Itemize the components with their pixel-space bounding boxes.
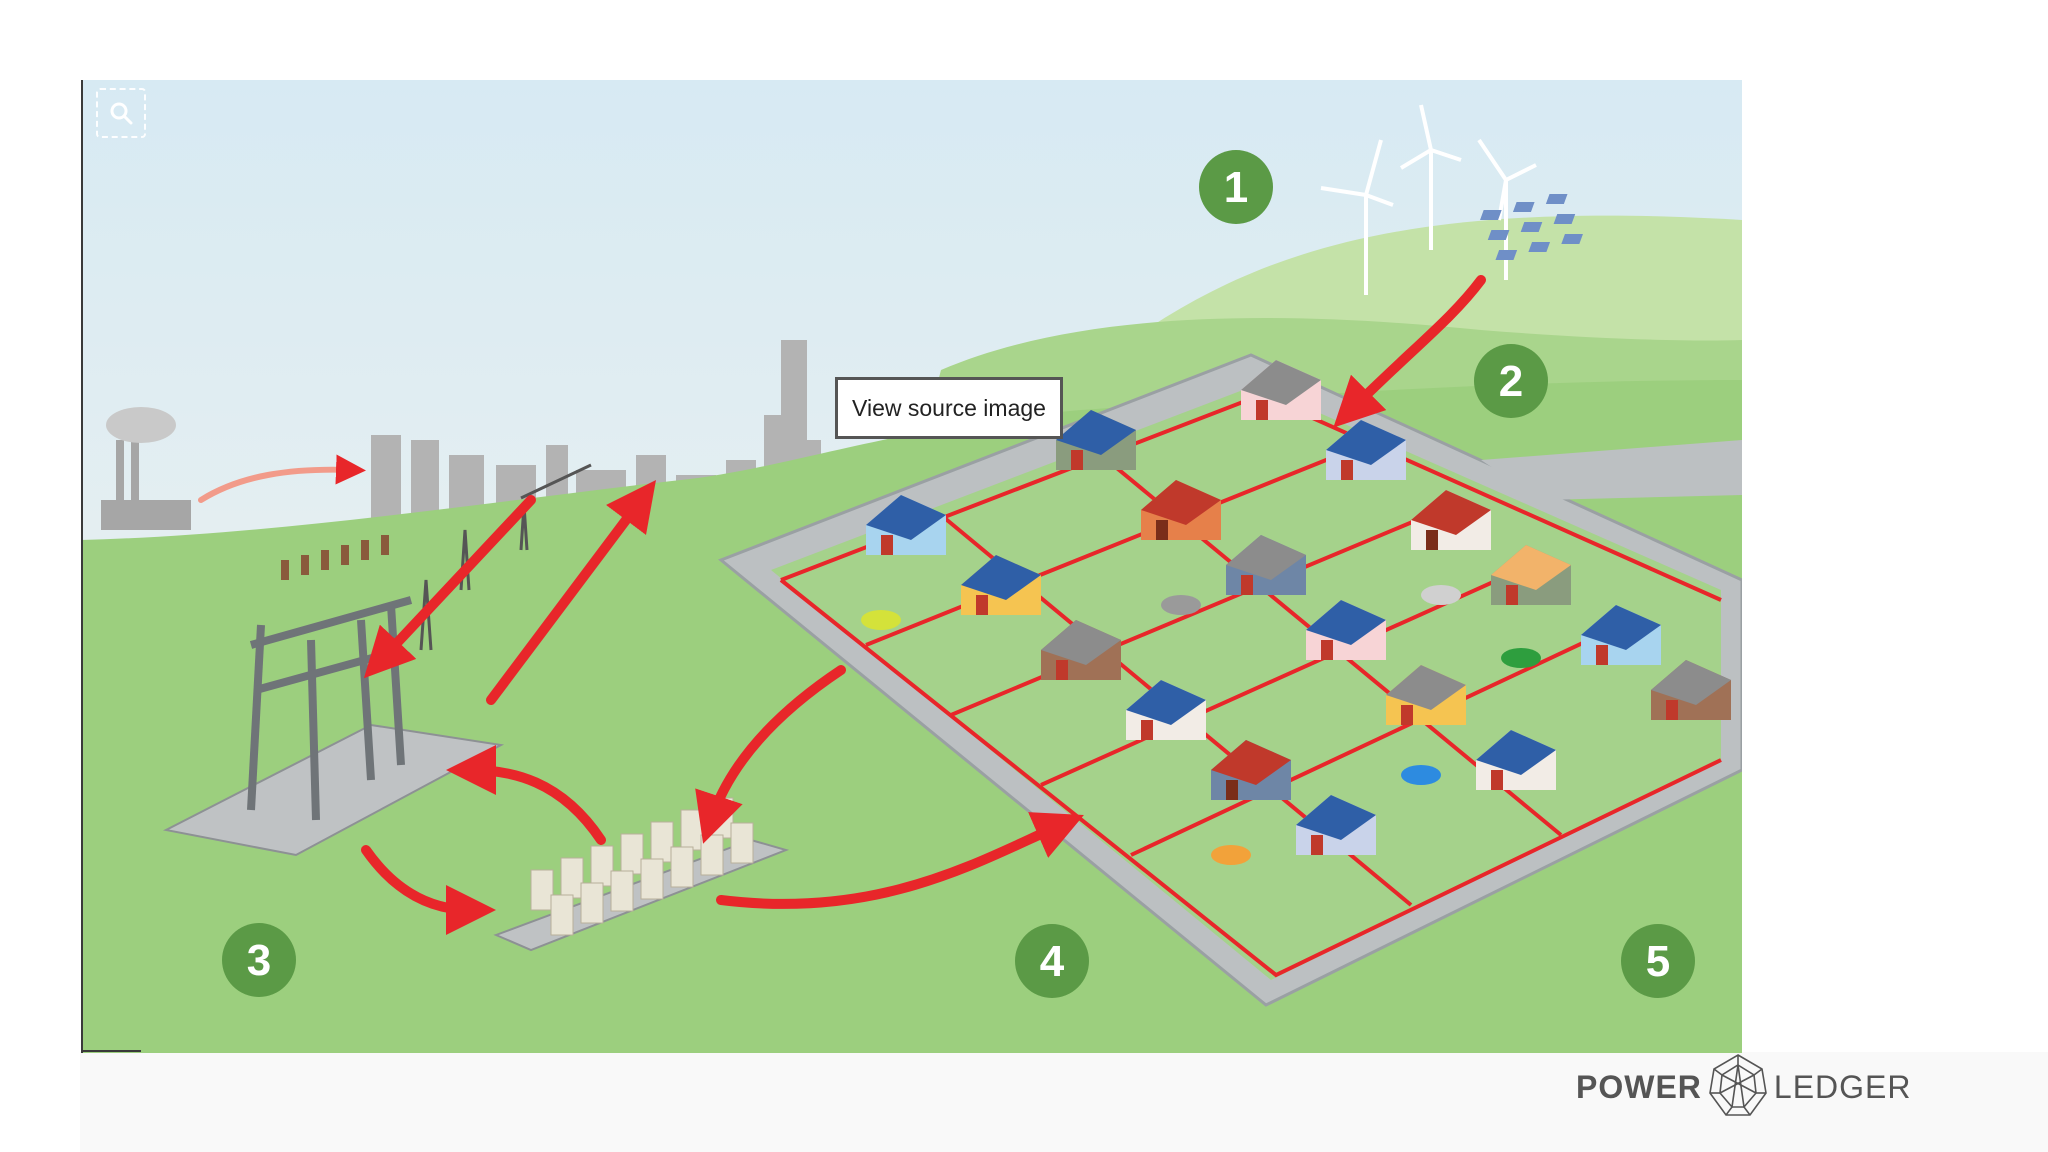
image-frame-left-edge <box>81 80 83 1053</box>
arrow-battery-to-substation <box>446 745 606 845</box>
slide-bottom-band <box>80 1052 2048 1152</box>
logo-word-power: POWER <box>1576 1068 1702 1105</box>
geometric-sphere-icon <box>1709 1054 1767 1116</box>
houses <box>866 360 1731 855</box>
step-3-label: 3 <box>247 936 271 985</box>
wind-turbines <box>1320 104 1537 295</box>
step-1-badge <box>1199 150 1273 224</box>
step-4-label: 4 <box>1040 937 1065 986</box>
step-1-label: 1 <box>1224 163 1248 212</box>
step-4-badge <box>1015 924 1089 998</box>
step-5-label: 5 <box>1646 937 1670 986</box>
step-5-badge <box>1621 924 1695 998</box>
power-ledger-logo: POWER LEDGER <box>1576 1050 1911 1124</box>
arrow-community-to-battery <box>695 665 846 844</box>
magnifier-icon <box>110 102 133 125</box>
step-2-badge <box>1474 344 1548 418</box>
arrow-substation-to-battery <box>361 845 496 935</box>
visual-search-button[interactable] <box>96 88 146 138</box>
step-3-badge <box>222 923 296 997</box>
arrow-city <box>198 454 366 503</box>
logo-word-ledger: LEDGER <box>1773 1068 1912 1105</box>
step-badges: 1 2 3 4 5 <box>222 150 1695 998</box>
factory <box>101 407 191 530</box>
road-branch <box>1481 440 1742 500</box>
image-frame-bottom-edge <box>81 1050 141 1052</box>
cars <box>861 585 1541 865</box>
flow-arrows <box>198 275 1486 935</box>
arrow-battery-to-community <box>716 812 1084 909</box>
view-source-image-tooltip[interactable]: View source image <box>835 377 1063 439</box>
solar-farm <box>1480 194 1583 260</box>
arrow-substation-to-city <box>486 480 656 705</box>
energy-network-illustration[interactable]: 1 2 3 4 5 <box>81 80 1742 1053</box>
step-2-label: 2 <box>1499 357 1523 406</box>
arrow-renewables <box>1333 275 1486 428</box>
arrow-to-substation <box>363 495 536 679</box>
